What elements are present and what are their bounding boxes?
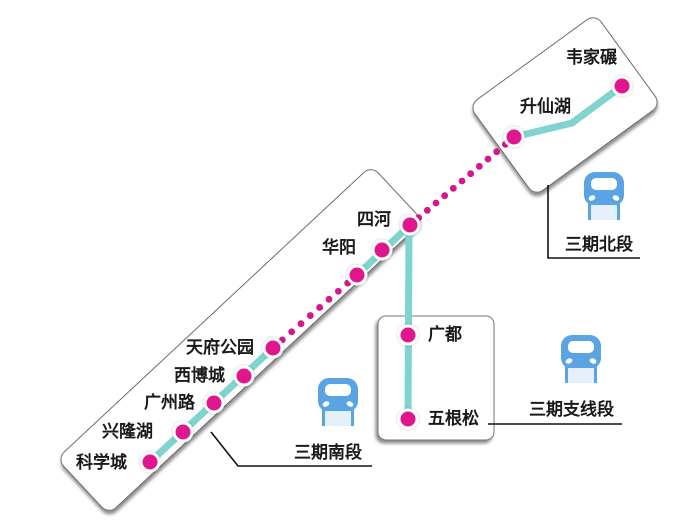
planned-dot-sihe-shengxianhu: [493, 148, 501, 156]
planned-line-dots: [278, 140, 509, 344]
station-label-guangzhou-road: 广州路: [144, 393, 195, 413]
stations: [139, 75, 633, 473]
station-label-tianfu-park: 天府公园: [186, 338, 254, 358]
planned-dot-sihe-shengxianhu: [467, 170, 475, 178]
station-marker-unnamed: [349, 267, 365, 283]
station-marker-sihe: [402, 217, 418, 233]
planned-dot-sihe-shengxianhu: [441, 192, 449, 200]
planned-dot-sihe-shengxianhu: [458, 177, 466, 185]
planned-dot-huayang-tianfu: [325, 295, 333, 303]
north-leader-line: [547, 185, 640, 259]
planned-dot-sihe-shengxianhu: [484, 155, 492, 163]
station-marker-xinglonghu: [175, 424, 191, 440]
south-leader-line: [210, 431, 372, 467]
station-marker-shengxianhu: [506, 129, 522, 145]
segment-label-north: 三期北段: [565, 235, 633, 255]
station-label-huayang: 华阳: [322, 238, 356, 258]
station-marker-guangdu: [400, 327, 416, 343]
planned-dot-huayang-tianfu: [306, 312, 314, 319]
station-label-weijianian: 韦家碾: [566, 48, 617, 68]
planned-dot-sihe-shengxianhu: [432, 199, 440, 207]
station-label-sihe: 四河: [357, 210, 391, 230]
station-marker-weijianian: [614, 78, 630, 94]
segment-label-south: 三期南段: [294, 443, 362, 463]
station-label-kexuecheng: 科学城: [76, 453, 127, 473]
station-marker-tianfu-park: [265, 340, 281, 356]
segment-label-branch: 三期支线段: [529, 400, 614, 420]
train-front-icon-north: [584, 172, 624, 220]
station-label-shengxianhu: 升仙湖: [520, 97, 571, 117]
planned-dot-sihe-shengxianhu: [475, 162, 483, 170]
planned-dot-sihe-shengxianhu: [449, 184, 457, 192]
train-front-icon-branch: [561, 335, 601, 383]
planned-dot-huayang-tianfu: [297, 320, 305, 328]
station-label-wugensong: 五根松: [428, 409, 479, 429]
south-segment-panel: [60, 169, 420, 511]
planned-dot-huayang-tianfu: [316, 304, 324, 311]
station-label-xibocheng: 西博城: [174, 366, 225, 386]
train-front-icon-south: [318, 378, 358, 426]
station-marker-wugensong: [400, 411, 416, 427]
station-marker-kexuecheng: [142, 454, 158, 470]
station-label-guangdu: 广都: [428, 325, 462, 345]
planned-dot-huayang-tianfu: [288, 328, 296, 336]
station-marker-guangzhou-road: [206, 395, 222, 411]
north-segment-panel: [472, 17, 658, 193]
station-marker-huayang: [374, 242, 390, 258]
planned-dot-huayang-tianfu: [334, 287, 342, 295]
station-label-xinglonghu: 兴隆湖: [102, 422, 153, 442]
station-marker-xibocheng: [236, 368, 252, 384]
planned-dot-sihe-shengxianhu: [423, 206, 431, 214]
